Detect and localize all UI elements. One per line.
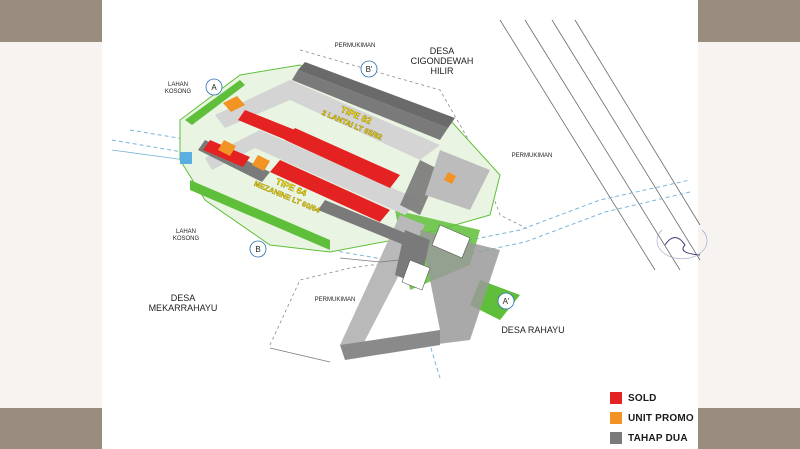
tahap-dua-row-bottom [318,200,410,245]
entry-road [420,230,500,345]
boundary-line-top [299,49,531,231]
road-line-sw [269,347,331,363]
highway-line-4 [574,19,701,226]
panel-top-right [698,0,800,42]
water-tank [180,152,192,164]
promo-unit-1 [223,96,245,112]
stamp-signature [656,229,708,260]
sold-block-tipe82-west [238,110,295,140]
sold-block-tipe82 [285,128,400,188]
tahap-dua-row-top [292,70,448,140]
section-marker-b-text: B [255,245,260,254]
promo-unit-4 [444,172,456,184]
highway-line-2 [524,19,681,271]
label-desa-mekarrahayu-1: DESA [171,293,196,303]
highway-line-1 [499,19,656,271]
legend-swatch-unit-promo [610,412,622,424]
green-strip-northwest [185,80,245,125]
gate-strip [340,330,440,360]
legend-swatch-sold [610,392,622,404]
tahap-dua-column [400,160,440,215]
legend-label-sold: SOLD [628,392,657,404]
label-permukiman-top: PERMUKIMAN [335,43,376,49]
road-dashed-east-2 [429,191,691,263]
label-desa-cigondewah-3: HILIR [430,66,454,76]
section-marker-a-prime [497,292,515,310]
building-2 [401,259,431,291]
green-strip-south [190,180,330,250]
section-marker-b [249,240,267,258]
panel-top-left [0,0,102,42]
label-lahan-kosong-left-2: KOSONG [173,236,200,242]
section-marker-a [205,78,223,96]
legend-label-unit-promo: UNIT PROMO [628,412,694,424]
legend-swatch-tahap-dua [610,432,622,444]
label-desa-rahayu: DESA RAHAYU [501,325,564,335]
building-1 [431,224,471,259]
road-line-s [339,257,421,263]
label-desa-cigondewah-2: CIGONDEWAH [411,56,474,66]
tahap-dua-row-top-roof [298,62,455,128]
panel-bottom-left [0,408,102,449]
panel-left-light [0,42,102,408]
label-lahan-kosong-top-1: LAHAN [168,82,188,88]
section-marker-a-prime-text: A' [503,297,510,306]
legend-item-unit-promo: UNIT PROMO [610,408,730,428]
legend-label-tahap-dua: TAHAP DUA [628,432,688,444]
legend-item-sold: SOLD [610,388,730,408]
hatched-block [425,150,490,210]
road-row-2 [205,130,420,215]
label-permukiman-right: PERMUKIMAN [512,153,553,159]
road-row-1 [215,80,440,160]
legend: SOLD UNIT PROMO TAHAP DUA [610,388,730,448]
section-marker-a-text: A [211,83,217,92]
panel-bottom-right [698,408,800,449]
label-desa-cigondewah-1: DESA [430,46,455,56]
label-permukiman-bottom: PERMUKIMAN [315,297,356,303]
boundary-line-bottom [269,261,396,346]
sold-block-tipe64 [270,160,390,222]
label-lahan-kosong-top-2: KOSONG [165,89,192,95]
promo-unit-3 [252,155,270,171]
section-marker-b-prime [360,60,378,78]
label-desa-mekarrahayu-2: MEKARRAHAYU [149,303,218,313]
panel-right-light [698,42,800,408]
label-lahan-kosong-left-1: LAHAN [176,229,196,235]
legend-item-tahap-dua: TAHAP DUA [610,428,730,448]
highway-line-3 [551,19,701,261]
promo-unit-2 [218,140,236,156]
section-marker-b-prime-text: B' [366,65,373,74]
road-dashed-west [111,139,201,156]
